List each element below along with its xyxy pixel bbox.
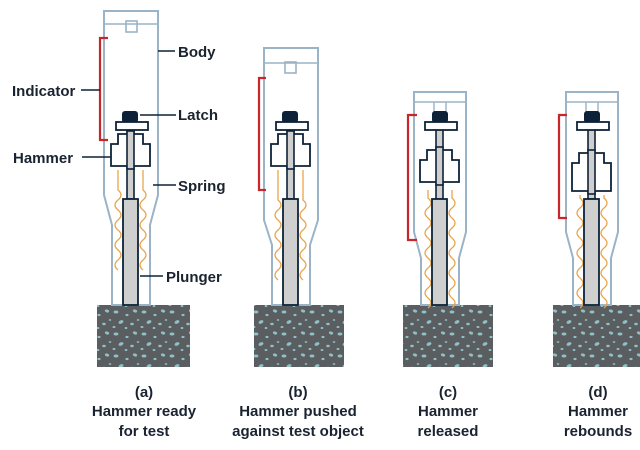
latch-a bbox=[122, 111, 138, 123]
plunger-c bbox=[431, 198, 448, 306]
caption-b-line1: Hammer pushed bbox=[239, 403, 357, 420]
caption-c: (c) Hammer released bbox=[418, 384, 479, 440]
panel-d-device bbox=[553, 91, 640, 367]
caption-c-line1: Hammer bbox=[418, 403, 478, 420]
caption-d-line2: rebounds bbox=[564, 423, 632, 440]
panel-b-device bbox=[254, 47, 344, 367]
label-body: Body bbox=[178, 44, 216, 61]
label-indicator: Indicator bbox=[12, 83, 76, 100]
indicator-b bbox=[257, 76, 266, 192]
caption-d: (d) Hammer rebounds bbox=[564, 384, 632, 440]
body-b bbox=[263, 47, 319, 306]
latch-d bbox=[584, 111, 600, 123]
indicator-d bbox=[557, 113, 567, 220]
indicator-a bbox=[98, 36, 108, 142]
plunger-a bbox=[122, 198, 139, 306]
caption-a-line1: Hammer ready bbox=[92, 403, 197, 420]
caption-a-line2: for test bbox=[119, 423, 170, 440]
label-latch: Latch bbox=[178, 107, 218, 124]
caption-c-line2: released bbox=[418, 423, 479, 440]
caption-b-line2: against test object bbox=[232, 423, 364, 440]
caption-b: (b) Hammer pushed against test object bbox=[232, 384, 364, 440]
latch-b bbox=[282, 111, 298, 123]
label-hammer: Hammer bbox=[13, 150, 73, 167]
body-d bbox=[565, 91, 619, 306]
caption-a: (a) Hammer ready for test bbox=[92, 384, 197, 440]
label-plunger: Plunger bbox=[166, 269, 222, 286]
plunger-b bbox=[282, 198, 299, 306]
label-spring: Spring bbox=[178, 178, 226, 195]
indicator-c bbox=[406, 113, 417, 242]
panel-a-device bbox=[81, 10, 190, 367]
panel-c-device bbox=[403, 91, 493, 367]
latch-c bbox=[432, 111, 448, 123]
caption-a-letter: (a) bbox=[135, 384, 153, 401]
caption-b-letter: (b) bbox=[288, 384, 307, 401]
caption-d-line1: Hammer bbox=[568, 403, 628, 420]
caption-d-letter: (d) bbox=[588, 384, 607, 401]
caption-c-letter: (c) bbox=[439, 384, 457, 401]
body-a bbox=[103, 10, 159, 306]
plunger-d bbox=[583, 198, 600, 306]
